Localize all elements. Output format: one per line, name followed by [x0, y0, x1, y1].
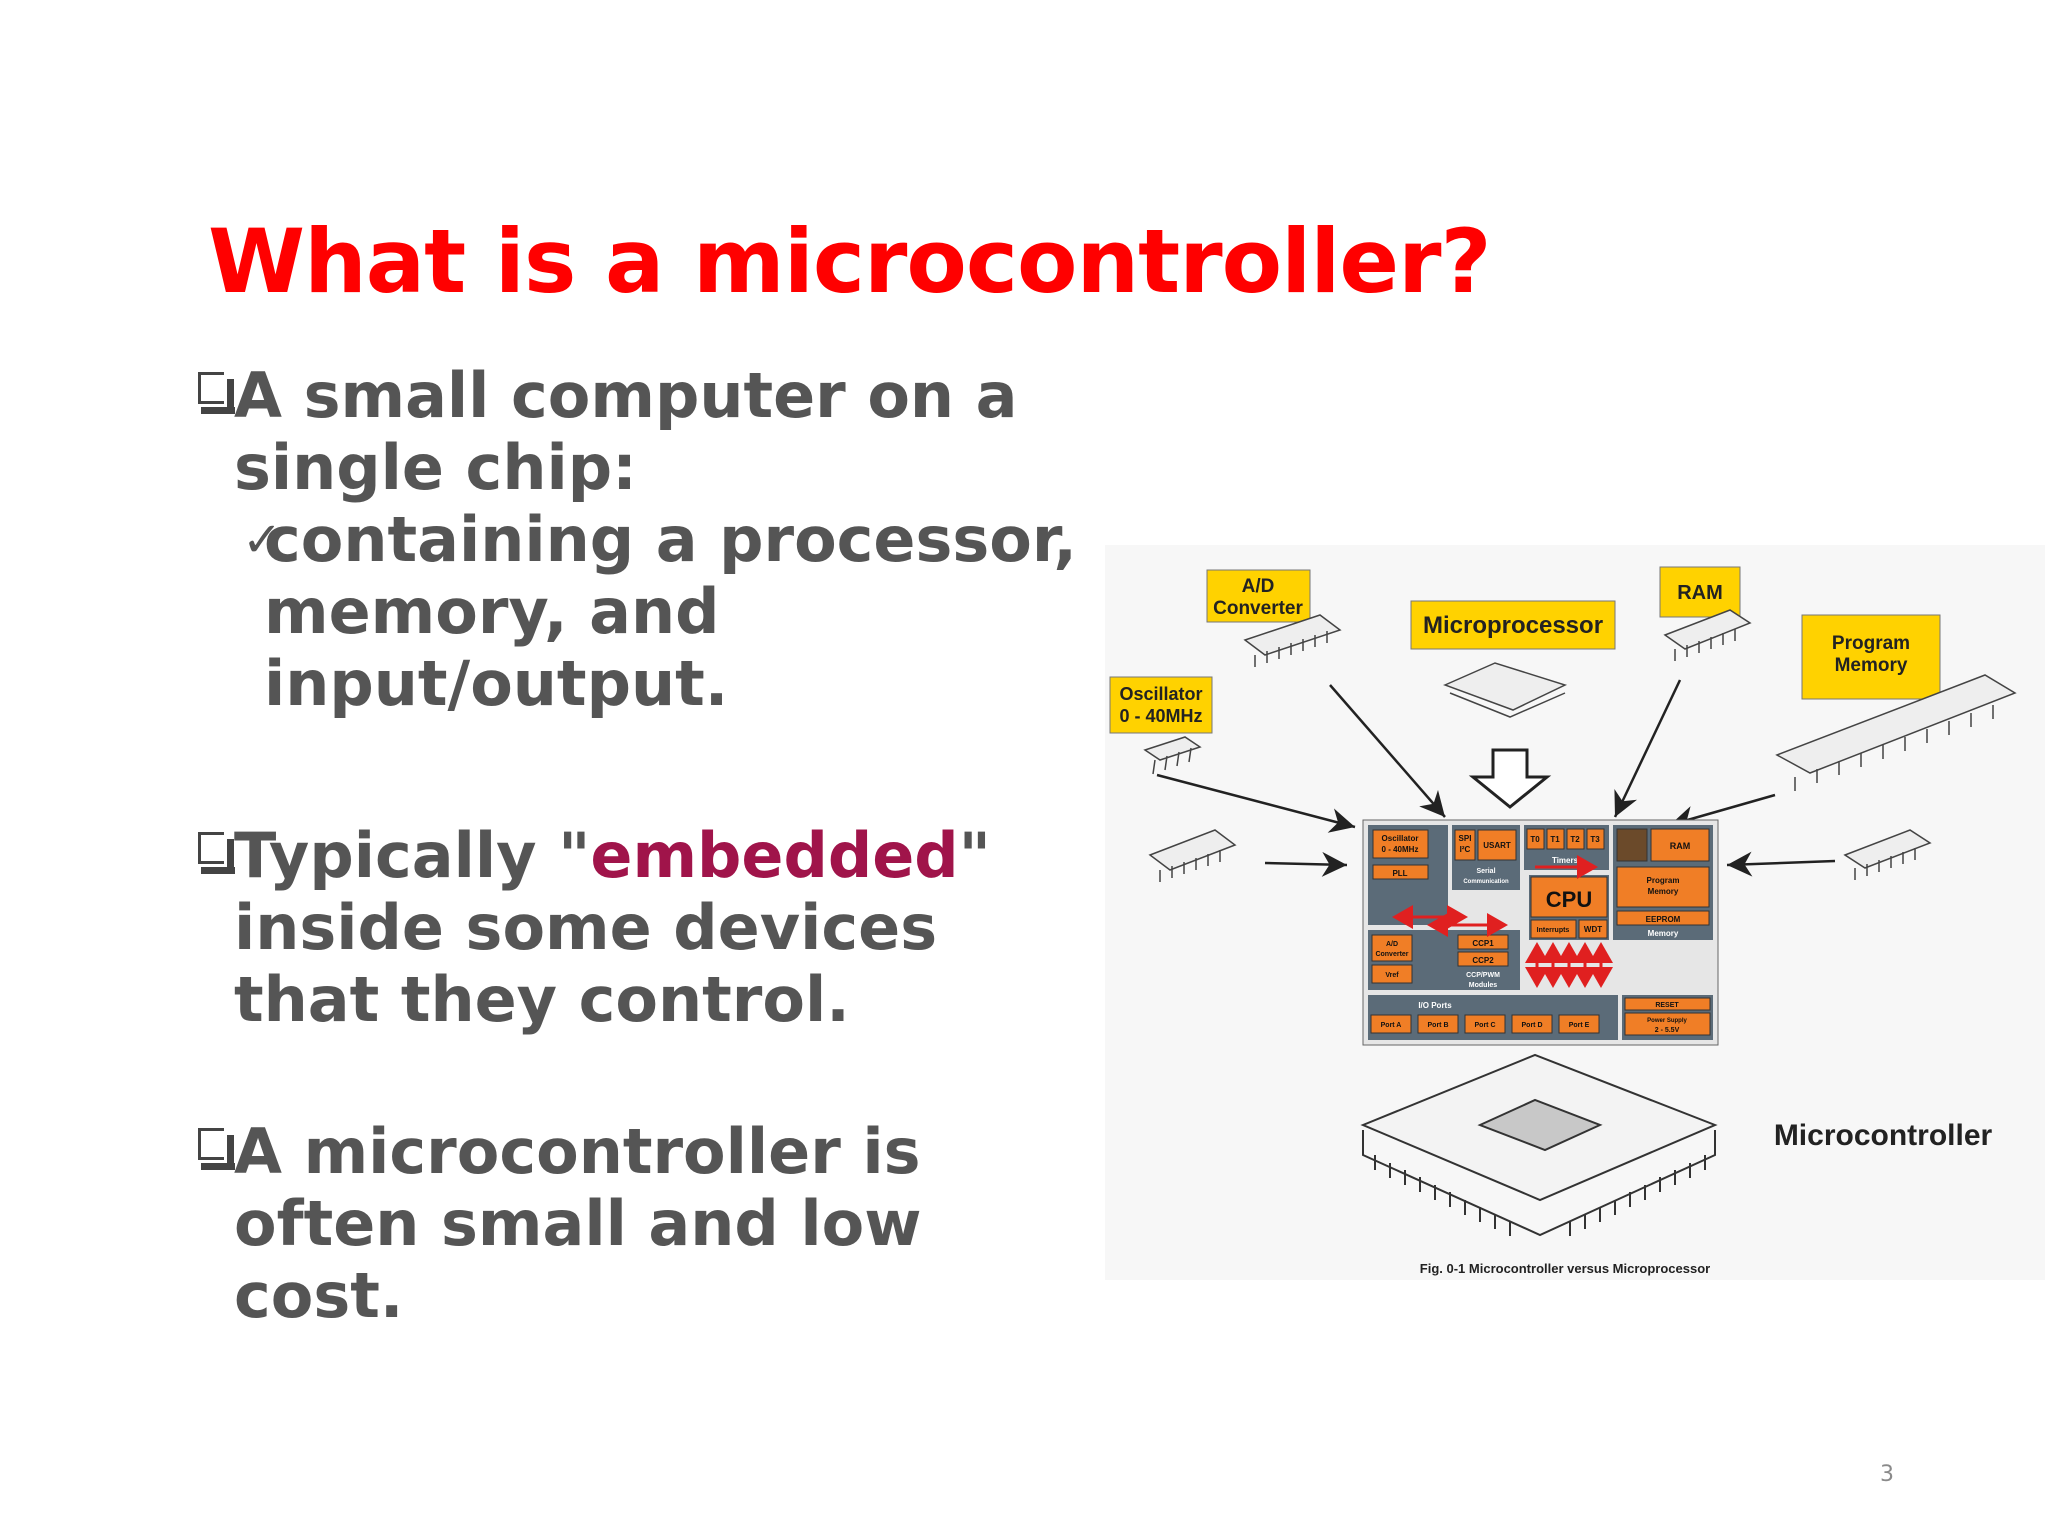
board-program-line1: Program: [1647, 876, 1680, 885]
oscillator-label-line2: 0 - 40MHz: [1119, 706, 1202, 726]
arrow-left-chip: [1264, 851, 1348, 877]
microcontroller-diagram: A/D Converter Microprocessor RAM Program…: [1109, 566, 2017, 1276]
board-ccp2: CCP2: [1472, 956, 1494, 965]
arrow-oscillator: [1156, 773, 1356, 833]
board-ccp1: CCP1: [1472, 939, 1494, 948]
ram-chip-icon: [1663, 609, 1752, 661]
board-reset: RESET: [1655, 1002, 1679, 1009]
board-port-d: Port D: [1522, 1022, 1543, 1029]
board-pll: PLL: [1392, 869, 1407, 878]
sub-bullet-1: ✓ containing a processor, memory, and in…: [162, 504, 1078, 720]
board-power-supply: Power Supply: [1647, 1018, 1687, 1024]
bullet-1-text: A small computer on a single chip:: [234, 359, 1018, 504]
microcontroller-board: Oscillator 0 - 40MHz PLL SPI I²C USART S…: [1362, 819, 1719, 1046]
bullet-item-2: Typically "embedded" inside some devices…: [198, 820, 1078, 1036]
board-cpu: CPU: [1546, 887, 1592, 912]
left-chip-icon: [1148, 829, 1237, 882]
arrow-ad: [1329, 684, 1446, 818]
down-arrow-icon: [1468, 748, 1552, 809]
board-program-line2: Memory: [1648, 887, 1679, 896]
oscillator-label-line1: Oscillator: [1119, 684, 1202, 704]
checkbox-bullet-icon: [198, 1128, 235, 1170]
board-spi: SPI: [1459, 834, 1472, 843]
board-t1: T1: [1550, 835, 1560, 844]
right-chip-icon: [1843, 829, 1932, 880]
oscillator-chip-icon: [1143, 736, 1202, 775]
figure-caption: Fig. 0-1 Microcontroller versus Micropro…: [1420, 1261, 1710, 1276]
ram-label: RAM: [1677, 582, 1723, 604]
arrow-ram: [1613, 679, 1682, 818]
board-io-ports: I/O Ports: [1418, 1001, 1452, 1010]
bullet-item-3: A microcontroller is often small and low…: [198, 1116, 1078, 1332]
highlight-embedded: embedded: [590, 819, 959, 892]
board-timers: Timers: [1552, 856, 1579, 865]
bullet-2-after: " inside some devices that they control.: [234, 819, 991, 1036]
board-ram: RAM: [1670, 841, 1691, 851]
bullet-item-1: A small computer on a single chip:: [198, 360, 1078, 504]
microcontroller-chip-icon: [1360, 1053, 1718, 1237]
bullet-3-text: A microcontroller is often small and low…: [234, 1115, 922, 1332]
board-port-c: Port C: [1475, 1022, 1496, 1029]
board-modules: Modules: [1469, 982, 1497, 989]
ad-label-box: [1206, 569, 1311, 623]
board-vref: Vref: [1385, 972, 1399, 979]
board-ad-line1: A/D: [1386, 941, 1398, 948]
microprocessor-label-box: [1410, 600, 1616, 650]
microprocessor-chip-icon: [1442, 662, 1568, 718]
board-port-a: Port A: [1381, 1022, 1402, 1029]
board-ad-line2: Converter: [1375, 951, 1408, 958]
board-memory-label: Memory: [1648, 929, 1679, 938]
board-t0: T0: [1530, 835, 1540, 844]
microcontroller-figure: A/D Converter Microprocessor RAM Program…: [1105, 545, 2045, 1280]
board-interrupts: Interrupts: [1537, 927, 1570, 934]
board-ccp-pwm: CCP/PWM: [1466, 972, 1500, 979]
ram-label-box: [1659, 566, 1741, 618]
sub-bullet-1-text: containing a processor, memory, and inpu…: [264, 503, 1077, 720]
board-voltage: 2 - 5.5V: [1655, 1027, 1680, 1034]
program-label-line1: Program: [1832, 633, 1910, 654]
program-label-line2: Memory: [1835, 655, 1908, 676]
checkbox-bullet-icon: [198, 372, 235, 414]
board-port-e: Port E: [1569, 1022, 1590, 1029]
board-t3: T3: [1590, 835, 1600, 844]
board-serial: Serial: [1476, 868, 1495, 875]
program-memory-label-box: [1801, 614, 1941, 700]
board-eeprom: EEPROM: [1646, 915, 1681, 924]
program-memory-chip-icon: [1775, 674, 2017, 791]
checkmark-icon: ✓: [242, 512, 283, 568]
board-oscillator-line2: 0 - 40MHz: [1382, 845, 1419, 854]
arrow-right-chip: [1726, 851, 1836, 877]
board-oscillator-line1: Oscillator: [1382, 834, 1419, 843]
bullet-list: A small computer on a single chip: ✓ con…: [198, 360, 1078, 1332]
slide-title: What is a microcontroller?: [208, 210, 1492, 313]
board-i2c: I²C: [1460, 845, 1471, 854]
board-wdt: WDT: [1584, 925, 1602, 934]
board-t2: T2: [1570, 835, 1580, 844]
page-number: 3: [1880, 1462, 1894, 1487]
checkbox-bullet-icon: [198, 832, 235, 874]
board-usart: USART: [1483, 841, 1511, 850]
ad-label-line2: Converter: [1213, 598, 1303, 619]
ad-chip-icon: [1243, 614, 1342, 667]
board-communication: Communication: [1463, 879, 1509, 885]
microprocessor-label: Microprocessor: [1423, 612, 1603, 639]
ad-label-line1: A/D: [1242, 576, 1275, 597]
board-port-b: Port B: [1428, 1022, 1449, 1029]
internal-bus-arrows: [1392, 855, 1613, 988]
oscillator-label-box: [1109, 676, 1213, 734]
bullet-2-before: Typically ": [234, 819, 591, 892]
microcontroller-label: Microcontroller: [1774, 1119, 1993, 1152]
